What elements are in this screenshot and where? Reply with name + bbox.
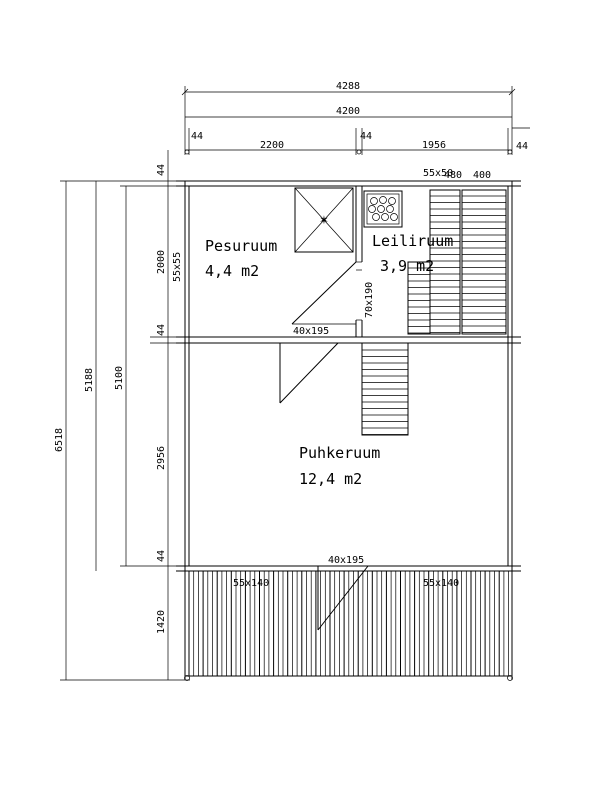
dim-mid-wall: 44	[360, 131, 372, 142]
label-beam-top-right3: 400	[473, 170, 491, 181]
label-post-left: 55x55	[172, 252, 183, 282]
label-beam-terrace-right: 55x140	[423, 578, 459, 589]
door-puhkeruum	[279, 342, 339, 404]
stove-icon	[363, 190, 403, 228]
room-area-leiliruum: 3,9 m2	[380, 257, 434, 275]
shower-tray: ✶	[294, 187, 354, 253]
dim-h-wall-top: 44	[156, 164, 167, 176]
label-door-main: 40x195	[328, 555, 364, 566]
dim-h-big-room: 2956	[156, 446, 167, 470]
room-name-puhkeruum: Puhkeruum	[299, 444, 380, 462]
dim-left-span: 2200	[260, 140, 284, 151]
dim-right-span: 1956	[422, 140, 446, 151]
dim-v-inner: 5100	[114, 366, 125, 390]
dim-h-low-wall: 44	[156, 550, 167, 562]
dim-total-inner: 4200	[336, 106, 360, 117]
dim-total-outer: 4288	[336, 81, 360, 92]
dim-h-top-room: 2000	[156, 250, 167, 274]
staircase	[361, 342, 409, 436]
dim-h-terrace: 1420	[156, 610, 167, 634]
dim-v-outer: 5188	[84, 368, 95, 392]
dimension-left: 6518 5188 5100 44 2000 44 2956 44 1420	[54, 150, 190, 681]
door-main	[317, 565, 369, 631]
label-beam-top-right: 55x50	[423, 168, 453, 179]
terrace-decking	[188, 571, 509, 676]
dim-left-wall: 44	[191, 131, 203, 142]
room-area-pesuruum: 4,4 m2	[205, 262, 259, 280]
label-beam-terrace-left: 55x140	[233, 578, 269, 589]
sauna-benches	[407, 189, 507, 335]
dim-h-mid-wall: 44	[156, 324, 167, 336]
svg-text:✶: ✶	[320, 212, 329, 228]
door-pesuruum	[291, 261, 362, 325]
label-beam-top-right2: 480	[444, 170, 462, 181]
room-name-leiliruum: Leiliruum	[372, 232, 453, 250]
dim-right-wall: 44	[516, 141, 528, 152]
label-door-mid: 40x195	[293, 326, 329, 337]
room-area-puhkeruum: 12,4 m2	[299, 470, 362, 488]
dim-v-total: 6518	[54, 428, 65, 452]
label-door-sauna: 70x190	[364, 282, 375, 318]
dimension-top: 4288 4200 44 2200 44 1956 44	[181, 81, 530, 155]
room-name-pesuruum: Pesuruum	[205, 237, 277, 255]
